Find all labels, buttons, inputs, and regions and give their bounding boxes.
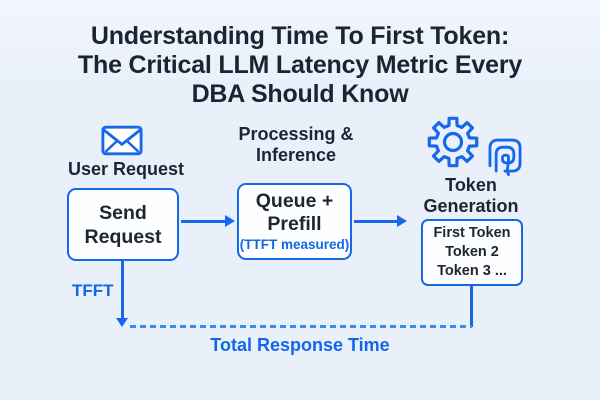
- token-line-1: First Token: [433, 225, 511, 241]
- ttft-measured-note: (TTFT measured): [239, 237, 350, 252]
- processing-label-line-1: Processing &: [238, 124, 354, 144]
- processing-label-line-2: Inference: [255, 145, 337, 165]
- title-line-1: Understanding Time To First Token:: [90, 22, 510, 50]
- token-drop-line: [470, 286, 473, 327]
- send-request-box: Send Request: [67, 188, 179, 261]
- queue-line-1: Queue +: [255, 190, 334, 212]
- send-request-line-1: Send: [99, 201, 147, 224]
- ttft-drop-arrow-head: [116, 318, 128, 327]
- total-response-time-label: Total Response Time: [210, 335, 390, 355]
- token-generation-label-line-2: Generation: [423, 196, 519, 216]
- page-title: Understanding Time To First Token: The C…: [0, 22, 600, 109]
- user-request-label-text: User Request: [67, 159, 185, 179]
- token-line-2: Token 2: [445, 244, 499, 260]
- ttft-drop-line: [121, 261, 124, 318]
- arrow-send-to-queue-head: [225, 215, 235, 227]
- title-line-3: DBA Should Know: [191, 80, 409, 108]
- token-output-box: First Token Token 2 Token 3 ...: [421, 219, 523, 286]
- ttft-label: TFFT: [72, 281, 114, 300]
- envelope-icon: [101, 125, 143, 156]
- total-response-dashed-line: [130, 325, 472, 328]
- send-request-line-2: Request: [84, 225, 162, 248]
- token-line-3: Token 3 ...: [437, 263, 507, 279]
- queue-prefill-box: Queue + Prefill (TTFT measured): [237, 183, 352, 260]
- stage-label-processing: Processing & Inference: [216, 124, 376, 166]
- queue-line-2: Prefill: [267, 213, 322, 235]
- token-generation-label-line-1: Token: [445, 175, 497, 195]
- title-line-2: The Critical LLM Latency Metric Every: [77, 51, 523, 79]
- stage-label-token-generation: Token Generation: [391, 175, 551, 217]
- arrow-queue-to-tokens-line: [354, 220, 398, 223]
- stage-label-user-request: User Request: [46, 159, 206, 180]
- arrow-queue-to-tokens-head: [397, 215, 407, 227]
- arrow-send-to-queue-line: [181, 220, 226, 223]
- gear-icon: [427, 116, 479, 168]
- token-coil-icon: [482, 133, 528, 179]
